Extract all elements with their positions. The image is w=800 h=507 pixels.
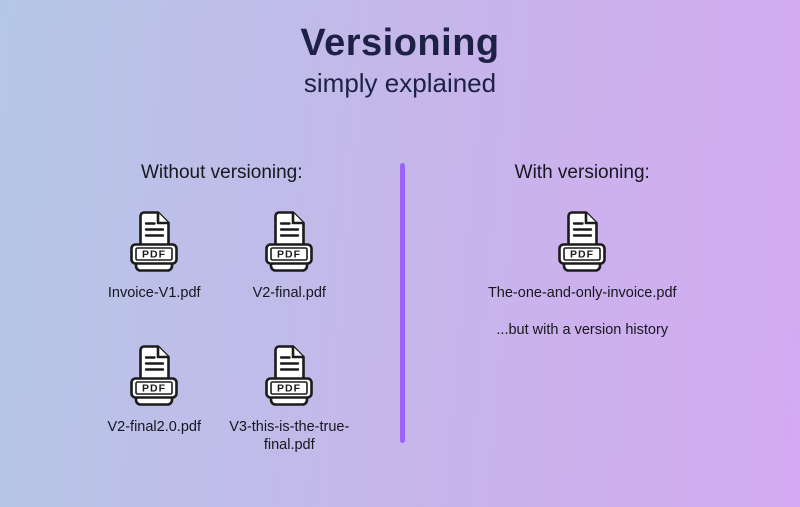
pdf-file-icon: PDF	[558, 210, 607, 272]
comparison-columns: Without versioning:	[0, 161, 800, 454]
file-item: PDF V2-final2.0.pdf	[107, 345, 201, 454]
column-divider	[399, 162, 405, 443]
file-name: V2-final.pdf	[252, 284, 326, 301]
pdf-file-icon: PDF	[130, 210, 179, 272]
pdf-file-icon: PDF	[265, 345, 314, 406]
without-versioning-heading: Without versioning:	[140, 161, 303, 183]
title-block: Versioning simply explained	[0, 0, 800, 99]
pdf-badge-label: PDF	[570, 248, 594, 260]
file-item: PDF V2-final.pdf	[252, 210, 326, 302]
pdf-badge-label: PDF	[277, 382, 301, 394]
with-versioning-section: With versioning: PDF	[405, 161, 800, 338]
without-versioning-file-grid: PDF Invoice-V1.pdf	[87, 210, 357, 454]
page-subtitle: simply explained	[303, 67, 497, 98]
file-name: Invoice-V1.pdf	[107, 284, 201, 301]
pdf-file-icon: PDF	[130, 345, 179, 406]
pdf-file-icon: PDF	[265, 210, 314, 272]
file-item: PDF V3-this-is-the-true-final.pdf	[228, 345, 350, 454]
pdf-badge-label: PDF	[277, 248, 301, 260]
file-name: V3-this-is-the-true-final.pdf	[229, 418, 350, 453]
pdf-badge-label: PDF	[142, 382, 166, 394]
without-versioning-section: Without versioning:	[0, 161, 400, 454]
file-name: The-one-and-only-invoice.pdf	[487, 284, 677, 301]
page-title: Versioning	[300, 22, 500, 64]
file-item: PDF The-one-and-only-invoice.pdf	[487, 210, 677, 302]
version-history-note: ...but with a version history	[496, 321, 669, 338]
file-name: V2-final2.0.pdf	[107, 418, 201, 435]
file-item: PDF Invoice-V1.pdf	[107, 210, 201, 302]
with-versioning-heading: With versioning:	[514, 161, 650, 183]
pdf-badge-label: PDF	[142, 248, 166, 260]
